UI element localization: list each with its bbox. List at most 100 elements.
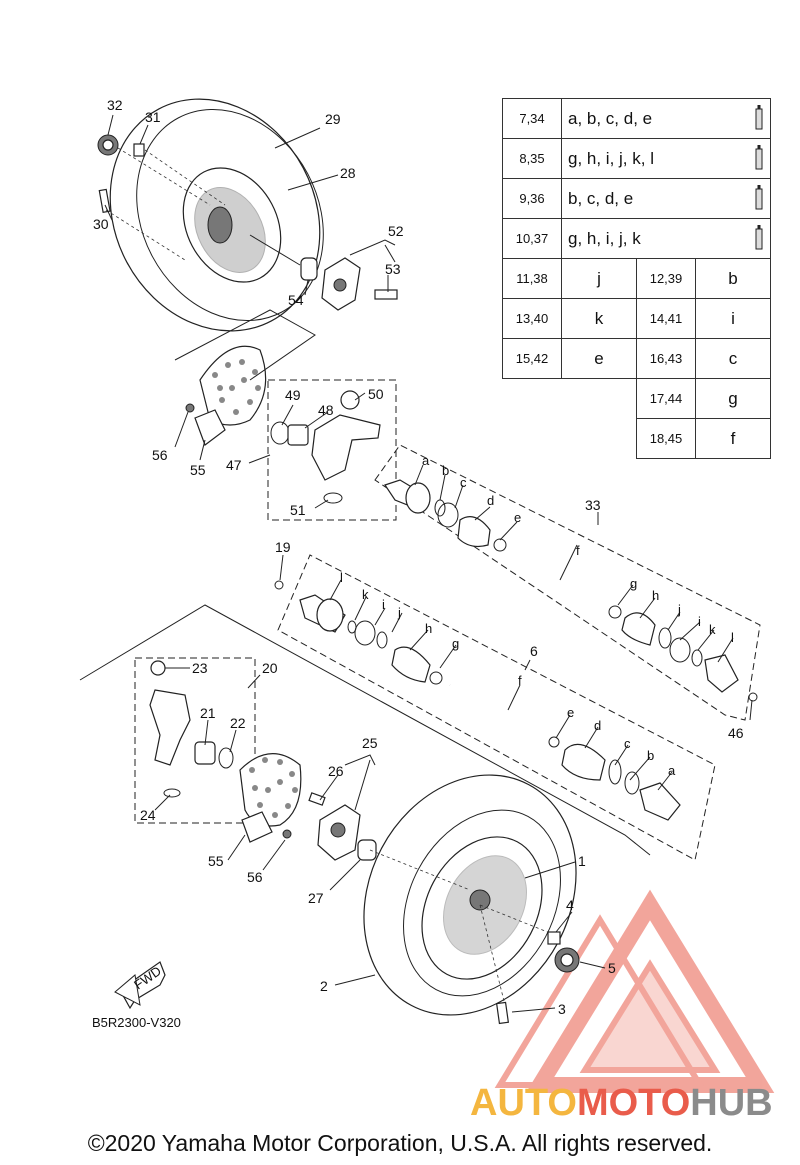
callout-22: 22 xyxy=(230,715,246,731)
row-code: 8,35 xyxy=(502,138,562,179)
letter-f-lower: f xyxy=(518,673,522,688)
callout-55-upper: 55 xyxy=(190,462,206,478)
letter-a: a xyxy=(422,453,430,468)
callout-55-lower: 55 xyxy=(208,853,224,869)
row-code: 7,34 xyxy=(502,98,562,139)
row-letters: g, h, i, j, k xyxy=(561,218,771,259)
upper-tire xyxy=(109,98,324,332)
lower-wheel-parts xyxy=(369,849,580,1025)
grease-tube-icon xyxy=(755,185,763,210)
upper-drive-shaft xyxy=(384,479,758,702)
table-row: 8,35 g, h, i, j, k, l xyxy=(502,138,771,179)
callout-2: 2 xyxy=(320,978,328,994)
blank-cell xyxy=(503,379,637,419)
table-row: 13,40 k 14,41 i xyxy=(502,298,771,339)
callout-6: 6 xyxy=(530,643,538,659)
callout-28: 28 xyxy=(340,165,356,181)
callout-31: 31 xyxy=(145,109,161,125)
letter-j: j xyxy=(677,602,681,617)
callout-32: 32 xyxy=(107,97,123,113)
lubrication-table: 7,34 a, b, c, d, e 8,35 g, h, i, j, k, l… xyxy=(502,98,771,459)
row-value: c xyxy=(695,338,771,379)
table-row: 17,44 g xyxy=(503,378,771,419)
letter-e-lower: e xyxy=(567,705,574,720)
callout-21: 21 xyxy=(200,705,216,721)
callout-numbers: 32 31 29 28 30 52 53 54 50 49 48 51 47 5… xyxy=(93,97,744,1017)
shaft-group-33 xyxy=(374,444,761,721)
callout-30: 30 xyxy=(93,216,109,232)
row-code: 15,42 xyxy=(502,338,562,379)
watermark-hub: HUB xyxy=(690,1082,773,1124)
row-letters: b, c, d, e xyxy=(561,178,771,219)
letter-g: g xyxy=(630,576,637,591)
copyright-notice: ©2020 Yamaha Motor Corporation, U.S.A. A… xyxy=(87,1130,713,1156)
row-value: b xyxy=(695,258,771,299)
row-letters-text: g, h, i, j, k xyxy=(568,228,641,248)
row-value: i xyxy=(695,298,771,339)
letter-c: c xyxy=(460,475,467,490)
row-code: 18,45 xyxy=(636,418,696,459)
table-row: 11,38 j 12,39 b xyxy=(502,258,771,299)
callout-27: 27 xyxy=(308,890,324,906)
callout-4: 4 xyxy=(566,897,574,913)
letter-a-lower: a xyxy=(668,763,676,778)
upper-hub-parts xyxy=(97,134,398,311)
letter-b-lower: b xyxy=(647,748,654,763)
lower-drive-shaft xyxy=(274,580,681,821)
table-row: 9,36 b, c, d, e xyxy=(502,178,771,219)
upper-brake-disc xyxy=(185,345,267,446)
grease-tube-icon xyxy=(755,105,763,130)
letter-b: b xyxy=(442,463,449,478)
callout-29: 29 xyxy=(325,111,341,127)
row-value: g xyxy=(695,378,771,419)
callout-52: 52 xyxy=(388,223,404,239)
callout-50: 50 xyxy=(368,386,384,402)
row-value: j xyxy=(561,258,637,299)
row-code: 9,36 xyxy=(502,178,562,219)
grease-tube-icon xyxy=(755,145,763,170)
blank-cell xyxy=(503,419,637,459)
callout-54: 54 xyxy=(288,292,304,308)
knuckle-group-20 xyxy=(134,657,256,824)
lower-knuckle xyxy=(149,660,234,798)
grease-tube-icon xyxy=(755,225,763,250)
watermark-text: AUTOMOTOHUB xyxy=(470,1082,773,1125)
callout-33: 33 xyxy=(585,497,601,513)
letter-h: h xyxy=(652,588,659,603)
letter-e: e xyxy=(514,510,521,525)
callout-5: 5 xyxy=(608,960,616,976)
lower-tire xyxy=(363,774,577,1016)
row-letters: g, h, i, j, k, l xyxy=(561,138,771,179)
letter-c-lower: c xyxy=(624,736,631,751)
letter-l-lower: l xyxy=(340,570,343,585)
upper-knuckle xyxy=(270,390,381,504)
callout-25: 25 xyxy=(362,735,378,751)
callout-47: 47 xyxy=(226,457,242,473)
upper-shaft-letters: a b c d e f g h j i k l xyxy=(422,453,734,645)
watermark-moto: MOTO xyxy=(576,1082,691,1124)
letter-f: f xyxy=(576,543,580,558)
lower-shaft-letters: l k i j h g f e d c b a xyxy=(340,570,676,778)
letter-k: k xyxy=(709,622,716,637)
callout-24: 24 xyxy=(140,807,156,823)
row-letters-text: a, b, c, d, e xyxy=(568,108,653,128)
callout-1: 1 xyxy=(578,853,586,869)
row-letters: a, b, c, d, e xyxy=(561,98,771,139)
row-value: e xyxy=(561,338,637,379)
callout-26: 26 xyxy=(328,763,344,779)
row-letters-text: g, h, i, j, k, l xyxy=(568,148,654,168)
letter-k-lower: k xyxy=(362,587,369,602)
callout-53: 53 xyxy=(385,261,401,277)
callout-48: 48 xyxy=(318,402,334,418)
callout-19: 19 xyxy=(275,539,291,555)
row-code: 13,40 xyxy=(502,298,562,339)
callout-3: 3 xyxy=(558,1001,566,1017)
table-row: 10,37 g, h, i, j, k xyxy=(502,218,771,259)
letter-l: l xyxy=(731,630,734,645)
letter-d: d xyxy=(487,493,494,508)
row-value: f xyxy=(695,418,771,459)
letter-i: i xyxy=(698,614,701,629)
letter-h-lower: h xyxy=(425,621,432,636)
callout-49: 49 xyxy=(285,387,301,403)
